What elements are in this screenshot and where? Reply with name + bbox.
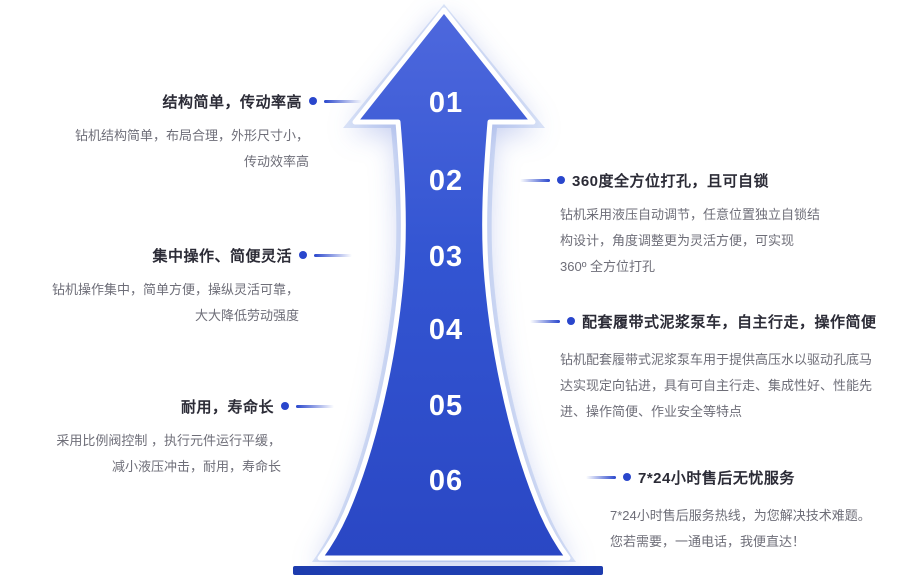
feature-description: 钻机操作集中，简单方便，操纵灵活可靠， 大大降低劳动强度: [51, 282, 299, 323]
feature-left-3: 耐用，寿命长 采用比例阀控制 ，执行元件运行平缓， 减小液压冲击，耐用，寿命长: [56, 394, 334, 480]
connector-line: [586, 475, 616, 479]
feature-right-2: 配套履带式泥浆泵车，自主行走，操作简便 钻机配套履带式泥浆泵车用于提供高压水以驱…: [530, 309, 877, 425]
connector-dot: [567, 317, 575, 325]
step-number-3: 03: [428, 241, 464, 273]
feature-title: 7*24小时售后无忧服务: [638, 469, 795, 487]
connector-dot: [623, 473, 631, 481]
connector-dot: [309, 97, 317, 105]
feature-description: 钻机结构简单，布局合理，外形尺寸小， 传动效率高: [74, 128, 309, 169]
step-number-4: 04: [428, 314, 464, 346]
feature-right-3-header: 7*24小时售后无忧服务: [586, 465, 871, 489]
connector-dot: [557, 176, 565, 184]
feature-right-1-header: 360度全方位打孔，且可自锁: [520, 168, 820, 192]
feature-description: 7*24小时售后服务热线，为您解决技术难题。 您若需要，一通电话，我便直达！: [610, 508, 871, 549]
feature-title: 360度全方位打孔，且可自锁: [572, 172, 770, 190]
feature-right-2-header: 配套履带式泥浆泵车，自主行走，操作简便: [530, 309, 877, 333]
arrow-shape: [317, 7, 571, 561]
connector-line: [324, 99, 362, 103]
feature-title: 集中操作、简便灵活: [152, 247, 292, 265]
connector-line: [296, 404, 334, 408]
step-number-1: 01: [428, 87, 464, 119]
feature-left-2-header: 集中操作、简便灵活: [52, 243, 352, 267]
feature-title: 配套履带式泥浆泵车，自主行走，操作简便: [582, 313, 877, 331]
feature-right-1: 360度全方位打孔，且可自锁 钻机采用液压自动调节，任意位置独立自锁结 构设计，…: [520, 168, 820, 280]
step-number-5: 05: [428, 390, 464, 422]
feature-title: 耐用，寿命长: [180, 398, 274, 416]
feature-left-1: 结构简单，传动率高 钻机结构简单，布局合理，外形尺寸小， 传动效率高: [75, 89, 362, 175]
feature-description: 钻机采用液压自动调节，任意位置独立自锁结 构设计，角度调整更为灵活方便，可实现 …: [560, 207, 821, 274]
connector-line: [314, 253, 352, 257]
feature-left-3-header: 耐用，寿命长: [56, 394, 334, 418]
connector-dot: [281, 402, 289, 410]
connector-dot: [299, 251, 307, 259]
connector-line: [520, 178, 550, 182]
step-number-6: 06: [428, 465, 464, 497]
arrow-base-bar: [293, 566, 603, 575]
connector-line: [530, 319, 560, 323]
step-number-2: 02: [428, 165, 464, 197]
feature-description: 钻机配套履带式泥浆泵车用于提供高压水以驱动孔底马 达实现定向钻进，具有可自主行走…: [560, 352, 873, 419]
feature-title: 结构简单，传动率高: [162, 93, 302, 111]
feature-right-3: 7*24小时售后无忧服务 7*24小时售后服务热线，为您解决技术难题。 您若需要…: [586, 465, 871, 555]
feature-left-1-header: 结构简单，传动率高: [75, 89, 362, 113]
feature-description: 采用比例阀控制 ，执行元件运行平缓， 减小液压冲击，耐用，寿命长: [56, 433, 281, 474]
feature-left-2: 集中操作、简便灵活 钻机操作集中，简单方便，操纵灵活可靠， 大大降低劳动强度: [52, 243, 352, 329]
